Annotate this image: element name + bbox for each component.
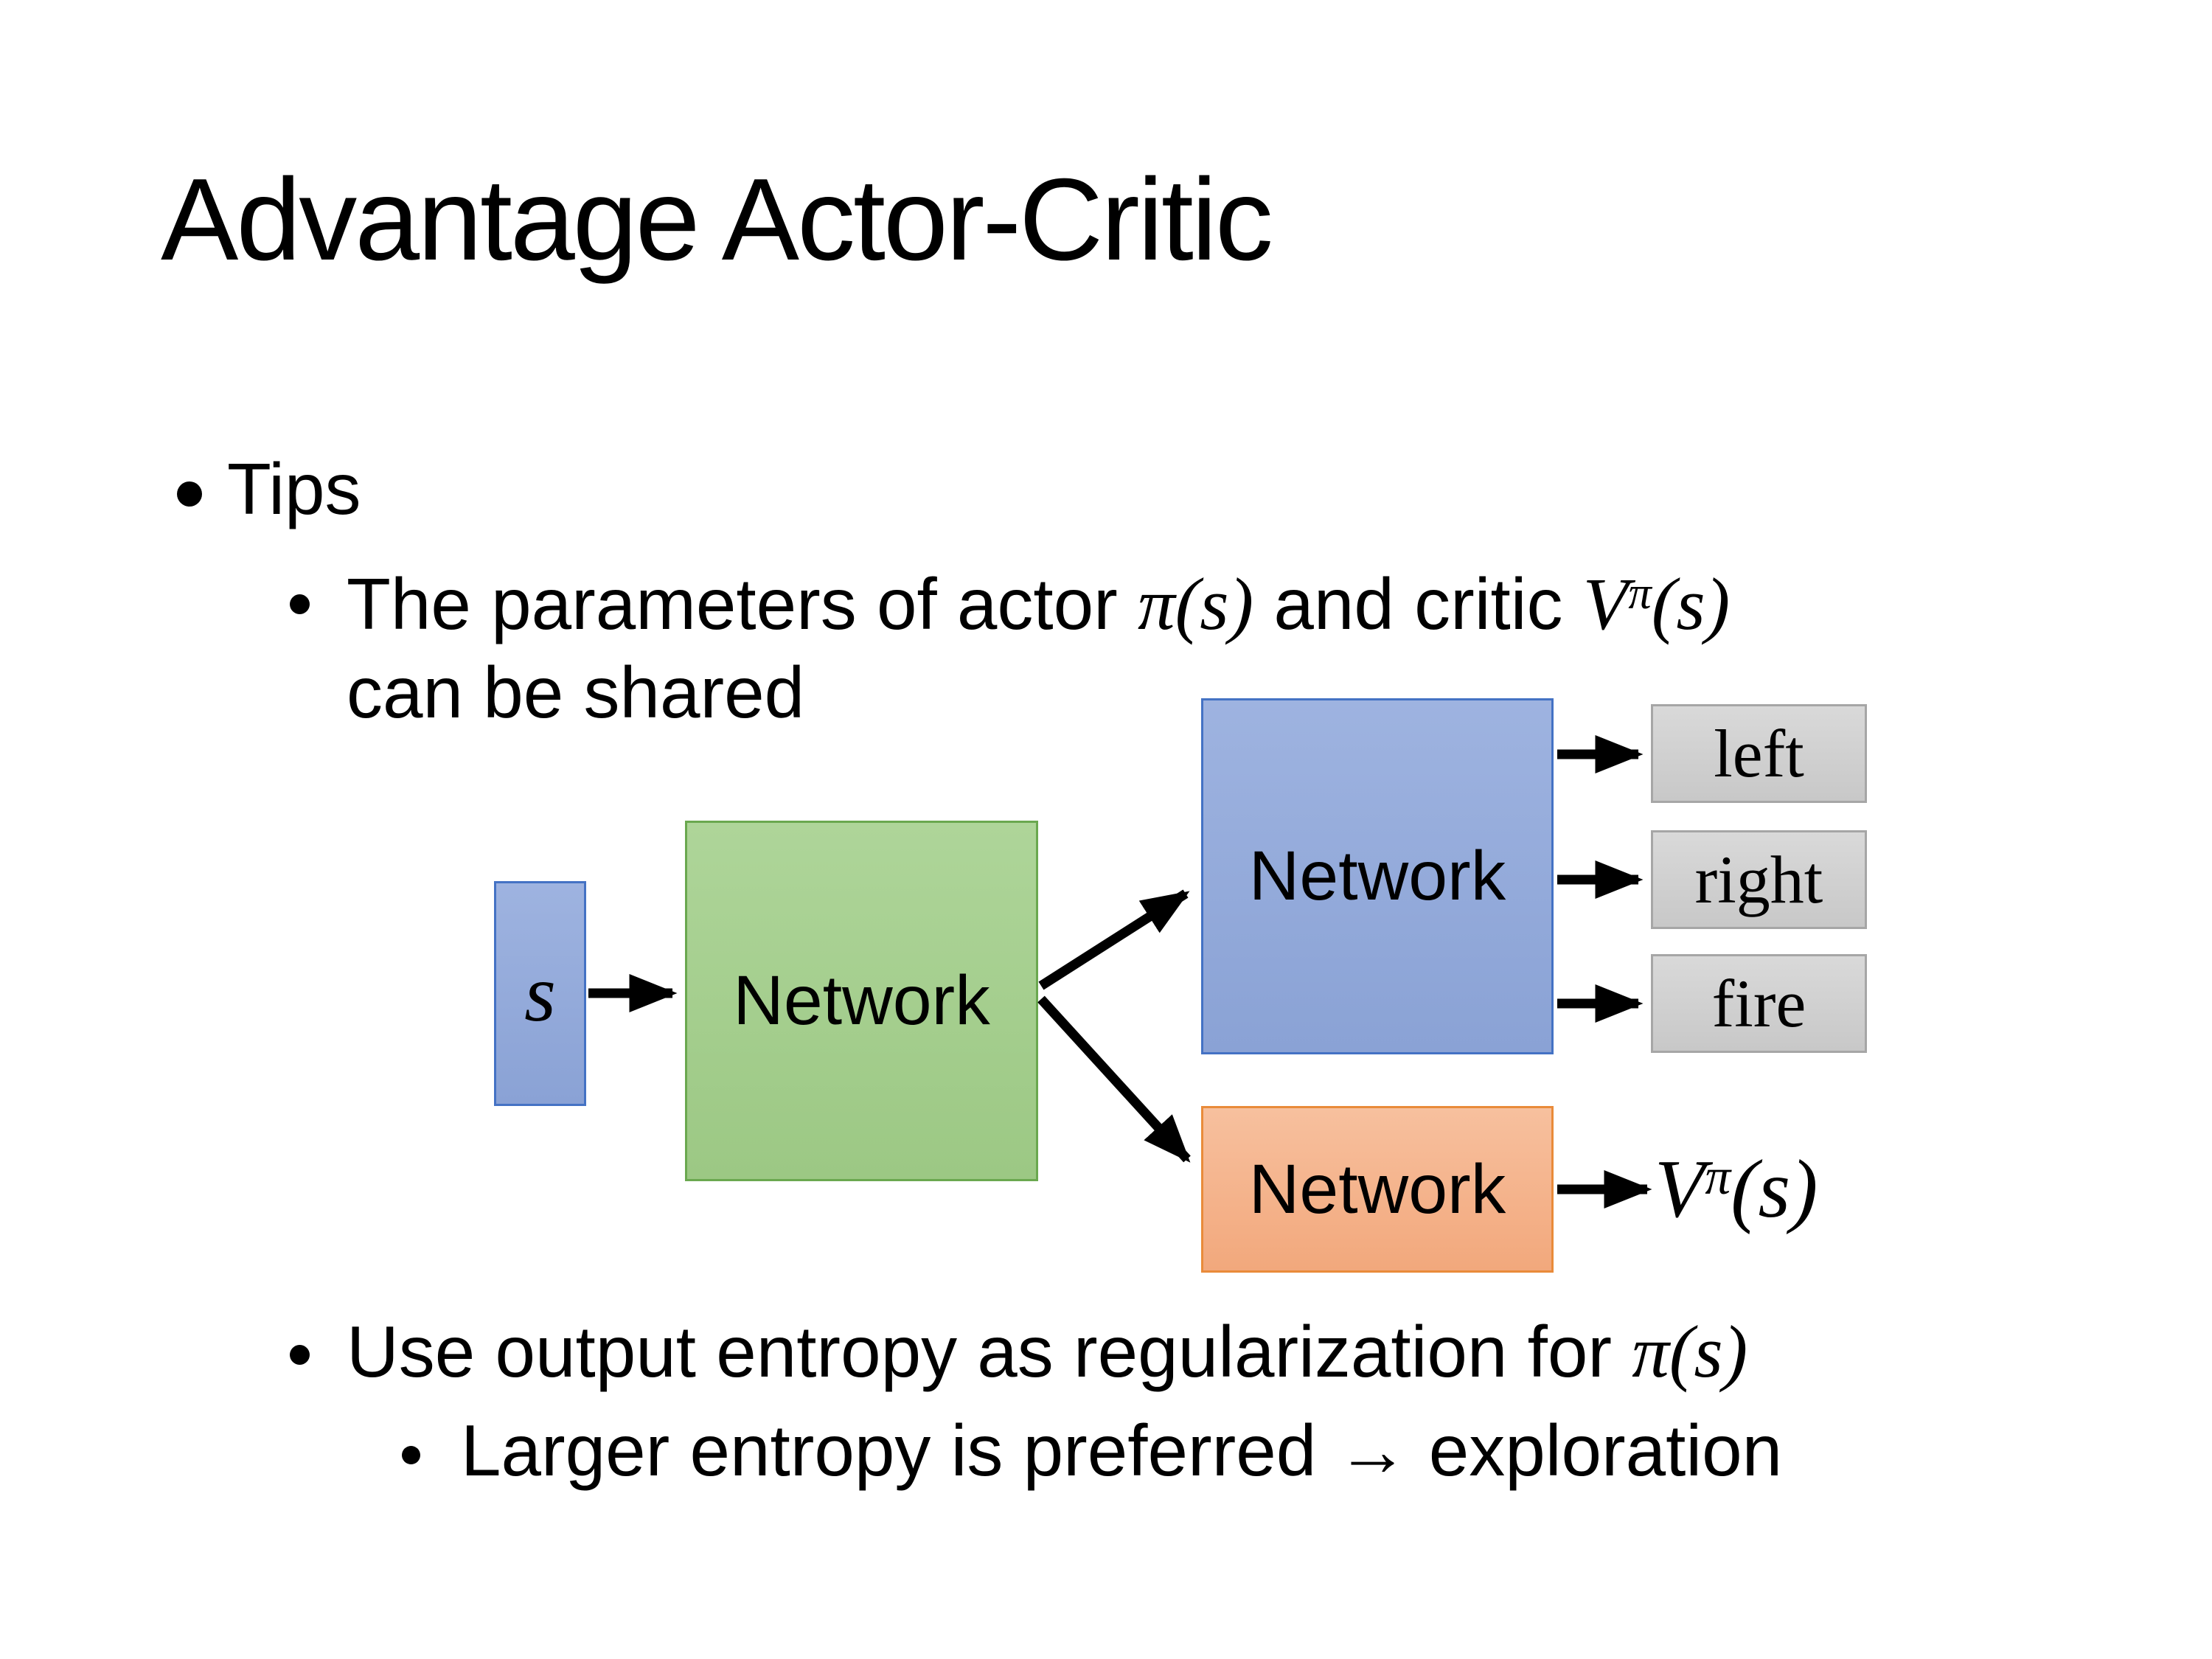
parameters-text-before: The parameters of actor <box>347 563 1138 644</box>
input-state-label: s <box>524 948 556 1038</box>
parameters-text-mid: and critic <box>1253 563 1583 644</box>
actor-network-label: Network <box>1248 837 1506 915</box>
shared-network-box: Network <box>685 821 1038 1181</box>
bullet-dot-level3 <box>402 1446 420 1464</box>
action-box-right: right <box>1651 830 1867 929</box>
critic-output-args: (s) <box>1731 1144 1818 1235</box>
larger-entropy-text: Larger entropy is preferred → exploratio… <box>461 1410 1783 1491</box>
math-critic-v-sup: π <box>1628 566 1652 619</box>
arrow-shared-to-actor <box>1038 889 1190 990</box>
slide-title: Advantage Actor-Critic <box>161 155 1273 285</box>
bullet-dot-level2-entropy <box>290 1345 310 1365</box>
shared-network-label: Network <box>733 961 990 1040</box>
actor-network-box: Network <box>1201 698 1554 1054</box>
action-label-right: right <box>1694 842 1823 917</box>
bullet-larger-entropy: Larger entropy is preferred → exploratio… <box>461 1408 1782 1495</box>
bullet-dot-level2 <box>290 594 310 614</box>
input-state-box: s <box>494 881 586 1106</box>
parameters-line2-text: can be shared <box>347 652 805 733</box>
math-critic-v: Vπ(s) <box>1583 563 1731 645</box>
action-label-fire: fire <box>1711 966 1806 1041</box>
math-critic-v-base: V <box>1582 563 1629 645</box>
action-box-fire: fire <box>1651 954 1867 1053</box>
math-critic-v-args: (s) <box>1651 563 1731 645</box>
bullet-parameters-line2: can be shared <box>347 650 804 737</box>
bullet-tips-text: Tips <box>227 448 361 529</box>
critic-network-box: Network <box>1201 1106 1554 1273</box>
math-entropy-pi-s: π(s) <box>1632 1310 1748 1393</box>
bullet-parameters-line1: The parameters of actor π(s) and critic … <box>347 560 1730 649</box>
bullet-tips: Tips <box>227 446 361 533</box>
bullet-entropy: Use output entropy as regularization for… <box>347 1307 1747 1397</box>
math-actor-pi-s: π(s) <box>1138 563 1254 645</box>
entropy-text-before: Use output entropy as regularization for <box>347 1311 1632 1392</box>
critic-output-value: Vπ(s) <box>1655 1140 1818 1239</box>
action-label-left: left <box>1714 716 1804 791</box>
critic-output-base: V <box>1655 1144 1705 1235</box>
critic-output-sup: π <box>1705 1148 1731 1206</box>
action-box-left: left <box>1651 704 1867 803</box>
critic-network-label: Network <box>1248 1150 1506 1228</box>
arrow-shared-to-critic <box>1037 995 1191 1163</box>
bullet-dot-level1 <box>177 481 202 507</box>
